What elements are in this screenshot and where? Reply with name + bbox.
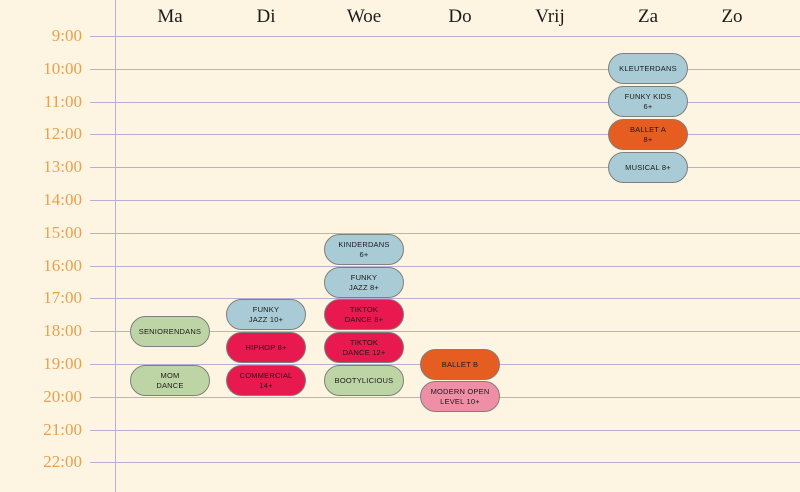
class-pill-label: MODERN OPEN (430, 386, 490, 396)
day-header-ma: Ma (157, 6, 183, 27)
class-pill[interactable]: HIPHOP 8+ (226, 332, 306, 363)
class-pill-label: 6+ (643, 101, 653, 111)
class-pill-label: 6+ (359, 249, 369, 259)
time-label: 20:00 (43, 387, 82, 406)
time-label: 13:00 (43, 157, 82, 176)
time-label: 9:00 (51, 26, 82, 45)
time-axis-line (115, 0, 116, 492)
day-header-za: Za (637, 6, 659, 27)
hour-line (90, 200, 800, 201)
hour-line (90, 298, 800, 299)
day-header-woe: Woe (346, 6, 382, 27)
class-pill-label: DANCE (156, 380, 184, 390)
hour-line (90, 102, 800, 103)
time-label: 15:00 (43, 223, 82, 242)
class-pill-label: TIKTOK (349, 337, 379, 347)
class-pill-label: FUNKY (252, 304, 280, 314)
class-pill-label: BALLET B (441, 359, 479, 369)
class-pill-label: KINDERDANS (338, 239, 390, 249)
class-pill[interactable]: BALLET B (420, 349, 500, 380)
class-pill-label: DANCE 8+ (344, 314, 384, 324)
hour-line (90, 331, 800, 332)
class-pill-label: FUNKY (350, 272, 378, 282)
time-label: 18:00 (43, 321, 82, 340)
class-pill-label: 14+ (259, 380, 273, 390)
class-pill-label: LEVEL 10+ (440, 396, 480, 406)
class-pill-label: TIKTOK (349, 304, 379, 314)
class-pill-label: DANCE 12+ (342, 347, 386, 357)
class-pill[interactable]: MUSICAL 8+ (608, 152, 688, 183)
class-pill-label: HIPHOP 8+ (245, 342, 287, 352)
time-label: 16:00 (43, 256, 82, 275)
time-label: 10:00 (43, 59, 82, 78)
time-label: 11:00 (43, 92, 82, 111)
class-pill[interactable]: BOOTYLICIOUS (324, 365, 404, 396)
class-pill-label: BOOTYLICIOUS (334, 375, 394, 385)
class-pill-label: MOM (160, 370, 180, 380)
time-label: 14:00 (43, 190, 82, 209)
hour-line (90, 430, 800, 431)
class-pill-label: JAZZ 10+ (248, 314, 284, 324)
day-header-vrij: Vrij (535, 6, 565, 27)
class-pill-label: BALLET A (629, 124, 667, 134)
class-pill[interactable]: SENIORENDANS (130, 316, 210, 347)
hour-line (90, 266, 800, 267)
hour-line (90, 462, 800, 463)
class-pill-label: 8+ (643, 134, 653, 144)
day-header-do: Do (448, 6, 472, 27)
time-label: 21:00 (43, 420, 82, 439)
class-pill-label: KLEUTERDANS (619, 63, 677, 73)
hour-line (90, 167, 800, 168)
day-header-zo: Zo (721, 6, 743, 27)
class-pill-label: COMMERCIAL (239, 370, 293, 380)
time-label: 19:00 (43, 354, 82, 373)
class-pill-label: SENIORENDANS (138, 326, 202, 336)
class-pill-label: JAZZ 8+ (349, 282, 379, 292)
hour-line (90, 36, 800, 37)
class-pill[interactable]: KLEUTERDANS (608, 53, 688, 84)
class-pill-label: FUNKY KIDS (624, 91, 672, 101)
hour-line (90, 69, 800, 70)
hour-line (90, 233, 800, 234)
time-label: 22:00 (43, 452, 82, 471)
time-label: 12:00 (43, 124, 82, 143)
day-header-di: Di (256, 6, 276, 27)
time-label: 17:00 (43, 288, 82, 307)
class-pill-label: MUSICAL 8+ (625, 162, 671, 172)
hour-line (90, 134, 800, 135)
